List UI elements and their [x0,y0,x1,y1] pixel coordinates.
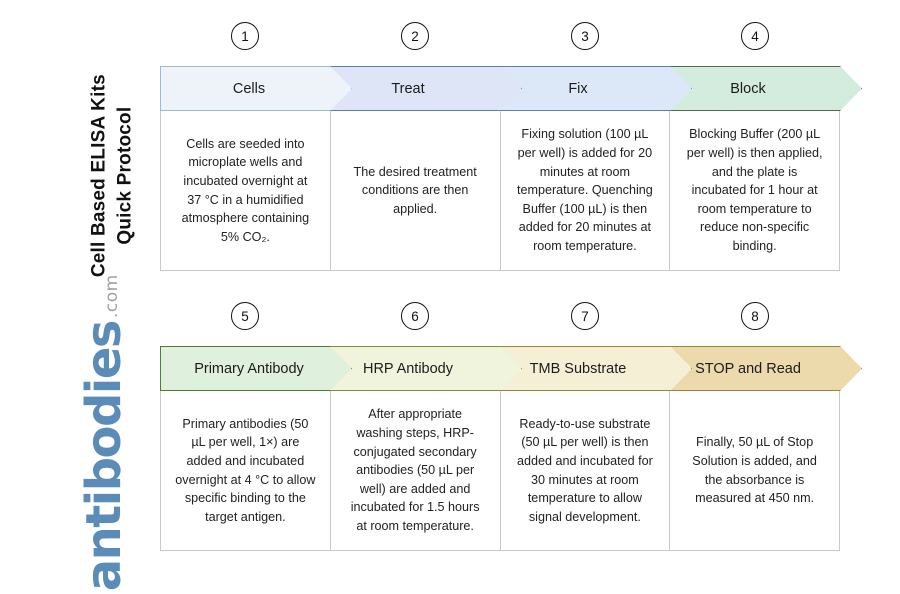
step-chevron-label: Cells [232,80,266,97]
step-chevron-label: TMB Substrate [529,360,627,377]
step-band-2: Primary Antibody HRP Antibody TMB Substrat… [160,346,862,391]
step-chevron-shape [478,66,692,111]
step-body-text: Primary antibodies (50 µL per well, 1×) … [175,416,316,524]
step-body-group-1: Cells are seeded into microplate wells a… [160,111,840,271]
step-number-group-1: 1 2 3 4 [160,22,840,62]
step-number-2: 2 [401,22,429,50]
step-body-3: Fixing solution (100 µL per well) is add… [501,111,671,270]
step-number-group-2: 5 6 7 8 [160,302,840,342]
step-chevron-label: Primary Antibody [194,360,304,377]
step-body-text: The desired treatment conditions are the… [353,164,477,216]
step-body-text: Finally, 50 µL of Stop Solution is added… [692,435,817,506]
step-body-1: Cells are seeded into microplate wells a… [161,111,331,270]
step-body-5: Primary antibodies (50 µL per well, 1×) … [161,391,331,550]
step-chevron-shape [160,346,352,391]
step-number-4: 4 [741,22,769,50]
step-body-7: Ready-to-use substrate (50 µL per well) … [501,391,671,550]
step-chevron-shape [160,66,352,111]
step-chevron-label: Fix [568,80,588,97]
step-number-1: 1 [231,22,259,50]
step-chevron-label: HRP Antibody [362,360,453,377]
step-number-5: 5 [231,302,259,330]
step-number-7: 7 [571,302,599,330]
flow-row-1: 1 2 3 4 Cells Treat Fix Block Cells are seeded… [160,22,862,271]
flow-row-2: 5 6 7 8 Primary Antibody HRP Antibody TMB Sub… [160,302,862,551]
step-body-text: Fixing solution (100 µL per well) is add… [516,127,653,254]
step-number-8: 8 [741,302,769,330]
step-number-3: 3 [571,22,599,50]
step-body-text: Blocking Buffer (200 µL per well) is the… [686,127,823,254]
step-body-text: Ready-to-use substrate (50 µL per well) … [516,416,653,524]
step-body-group-2: Primary antibodies (50 µL per well, 1×) … [160,391,840,551]
step-body-2: The desired treatment conditions are the… [331,111,501,270]
step-body-text: Cells are seeded into microplate wells a… [181,136,310,244]
step-body-4: Blocking Buffer (200 µL per well) is the… [670,111,839,270]
step-number-6: 6 [401,302,429,330]
step-chevron-label: Treat [391,80,425,97]
step-chevron-label: Block [730,80,766,97]
brand-logo-word: antibodies [76,321,133,592]
step-body-text: After appropriate washing steps, HRP-con… [350,407,480,534]
step-chevron-5[interactable]: Primary Antibody [160,346,352,391]
step-chevron-3[interactable]: Fix [478,66,692,111]
brand-logo: antibodies .com [76,274,132,591]
step-body-6: After appropriate washing steps, HRP-con… [331,391,501,550]
step-body-8: Finally, 50 µL of Stop Solution is added… [670,391,839,550]
step-chevron-label: STOP and Read [695,360,801,377]
brand-logo-tld: .com [101,274,122,319]
step-chevron-1[interactable]: Cells [160,66,352,111]
step-band-1: Cells Treat Fix Block [160,66,862,111]
